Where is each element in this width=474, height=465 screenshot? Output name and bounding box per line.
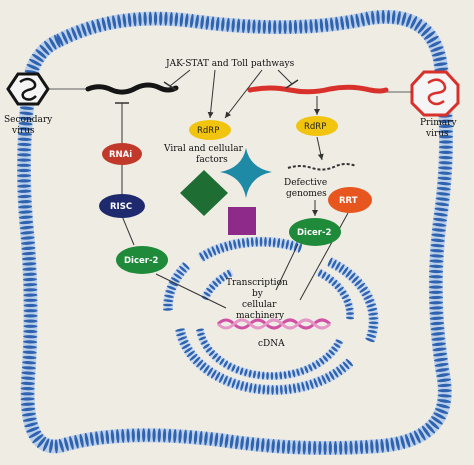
svg-text:Dicer-2: Dicer-2 [297, 228, 331, 238]
secondary-virus-rna [85, 82, 179, 95]
pathway-to-rdrp-arrow [207, 69, 216, 119]
defective-label-1: Defective [284, 178, 327, 188]
rdrp-to-defective [316, 136, 324, 161]
defective-label-2: genomes [286, 189, 327, 199]
rnai-pill: RNAi [102, 143, 142, 165]
defective-genomes-strand [287, 163, 357, 171]
factor-star [220, 148, 272, 198]
dicer-left-pill: Dicer-2 [116, 246, 168, 274]
factor-diamond [180, 170, 228, 216]
dicer-to-transcription-line [155, 273, 227, 309]
pathway-inhibit-right [277, 69, 293, 85]
dicer-to-risc-line [121, 215, 135, 246]
secondary-virus-label-2: virus [11, 126, 35, 136]
primary-virus-rna [247, 84, 389, 95]
pathway-inhibit-left [169, 69, 191, 87]
dicer-right-pill: Dicer-2 [289, 218, 341, 246]
svg-text:RdRP: RdRP [197, 126, 219, 136]
cell-membrane [17, 9, 453, 455]
primary-virus-label-2: virus [425, 129, 449, 139]
transcription-label-3: cellular [242, 300, 277, 310]
nucleus-membrane [162, 236, 379, 395]
secondary-virus-icon [6, 72, 50, 106]
rrt-pill: RRT [328, 187, 372, 213]
primary-virus-label-1: Primary [420, 118, 457, 128]
cdna-helix [216, 318, 332, 330]
rrt-to-cdna-line [299, 212, 349, 301]
svg-text:Dicer-2: Dicer-2 [124, 256, 158, 266]
secondary-virus-label-1: Secondary [4, 115, 53, 125]
svg-text:RNAi: RNAi [109, 150, 132, 160]
viral-factors-label-2: factors [196, 155, 228, 165]
pathway-to-rdrp-arrow-2 [224, 69, 263, 119]
viral-factors-label-1: Viral and cellular [163, 144, 244, 154]
factor-square [228, 207, 256, 235]
svg-text:RRT: RRT [339, 196, 358, 206]
svg-text:RdRP: RdRP [304, 122, 326, 132]
rdrp-left-pill: RdRP [189, 120, 231, 140]
risc-pill: RISC [99, 194, 145, 218]
cdna-label: cDNA [258, 339, 285, 349]
transcription-label-2: by [252, 289, 264, 299]
dicer-right-line [275, 243, 299, 291]
transcription-label-1: Transcription [226, 278, 288, 288]
primary-virus-icon [410, 70, 460, 117]
rdrp-right-pill: RdRP [296, 116, 338, 136]
pathways-label: JAK-STAT and Toll pathways [165, 59, 295, 69]
svg-text:RISC: RISC [110, 202, 132, 212]
transcription-label-4: machinery [236, 311, 285, 321]
